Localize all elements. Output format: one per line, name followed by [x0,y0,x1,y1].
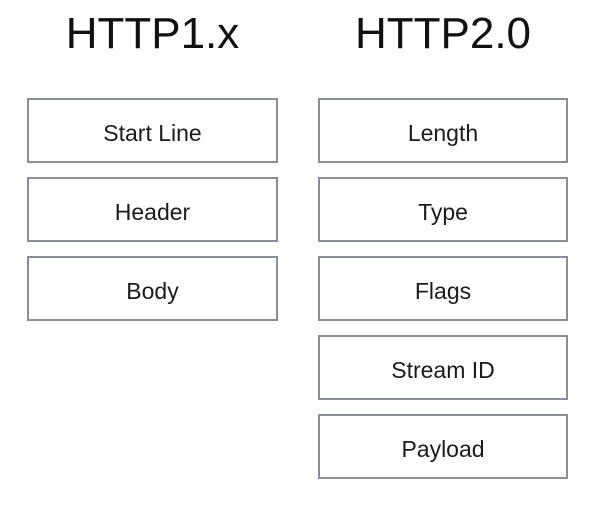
field-box-payload: Payload [318,414,568,479]
field-box-length: Length [318,98,568,163]
field-label-start-line: Start Line [103,120,202,146]
field-box-start-line: Start Line [27,98,278,163]
field-box-body: Body [27,256,278,321]
field-box-header: Header [27,177,278,242]
field-label-body: Body [126,278,179,304]
field-label-flags: Flags [414,278,472,304]
field-box-flags: Flags [318,256,568,321]
field-label-length: Length [407,120,479,146]
column-title-http1x: HTTP1.x [65,9,240,58]
field-stack-http1x: Start Line Header Body [27,98,278,321]
column-title-http2: HTTP2.0 [354,9,532,58]
field-label-type: Type [418,199,468,225]
field-box-stream-id: Stream ID [318,335,568,400]
field-stack-http2: Length Type Flags Stream ID Payload [318,98,568,479]
column-http2: HTTP2.0 Length Type Flags Stream ID Payl… [318,0,568,510]
field-label-header: Header [114,199,191,225]
column-http1x: HTTP1.x Start Line Header Body [27,0,278,510]
field-label-payload: Payload [401,436,485,462]
field-label-stream-id: Stream ID [391,357,495,383]
field-box-type: Type [318,177,568,242]
